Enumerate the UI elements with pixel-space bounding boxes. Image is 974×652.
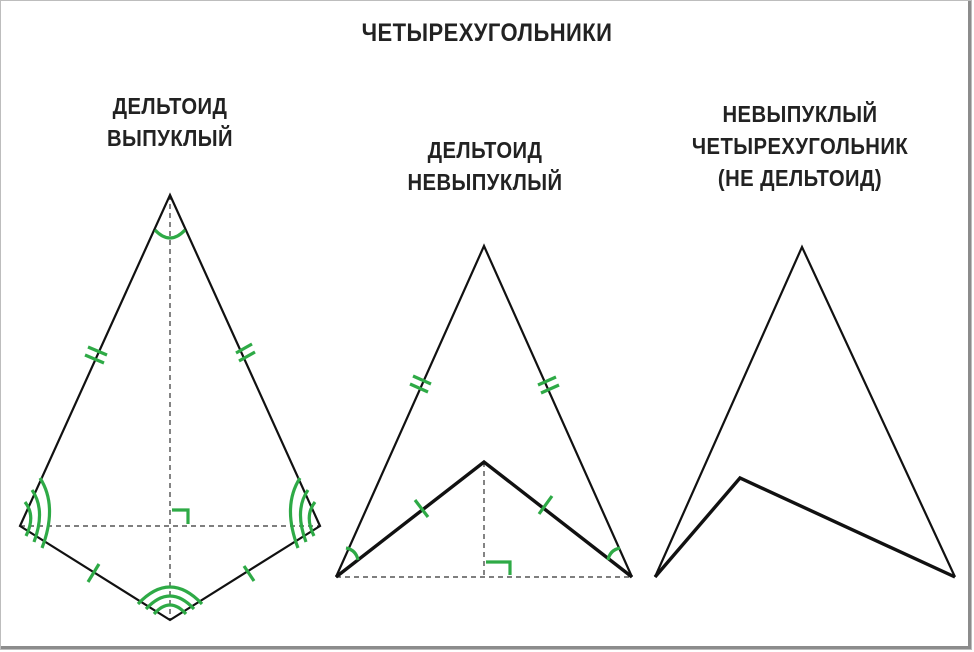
quad-outer-sides: [653, 244, 956, 578]
angle-arcs: [345, 546, 621, 561]
right-angle-mark: [172, 508, 190, 524]
label-line: ДЕЛЬТОИД: [112, 93, 228, 119]
label-line: ЧЕТЫРЕХУГОЛЬНИК: [691, 133, 909, 159]
concave-kite-label: ДЕЛЬТОИД НЕВЫПУКЛЫЙ: [353, 134, 617, 198]
label-line: НЕВЫПУКЛЫЙ: [407, 169, 563, 195]
main-title: ЧЕТЫРЕХУГОЛЬНИКИ: [361, 19, 613, 47]
concave-quadrilateral-label: НЕВЫПУКЛЫЙ ЧЕТЫРЕХУГОЛЬНИК (НЕ ДЕЛЬТОИД): [668, 98, 932, 194]
label-line: НЕВЫПУКЛЫЙ: [722, 101, 878, 127]
right-angle-mark: [486, 560, 512, 575]
angle-arcs: [23, 228, 317, 616]
equal-side-marks: [84, 342, 256, 583]
convex-kite: [18, 192, 322, 622]
concave-kite: [334, 243, 634, 579]
convex-kite-label: ДЕЛЬТОИД ВЫПУКЛЫЙ: [38, 90, 302, 154]
kite-outline: [18, 192, 322, 622]
quad-inner-sides: [653, 475, 956, 579]
kite-outer-sides: [334, 243, 634, 578]
label-line: ВЫПУКЛЫЙ: [106, 125, 234, 151]
kite-inner-sides: [334, 459, 634, 579]
label-line: ДЕЛЬТОИД: [427, 137, 543, 163]
label-line: (НЕ ДЕЛЬТОИД): [717, 165, 883, 191]
concave-quadrilateral: [653, 244, 956, 579]
equal-side-marks: [409, 374, 560, 518]
